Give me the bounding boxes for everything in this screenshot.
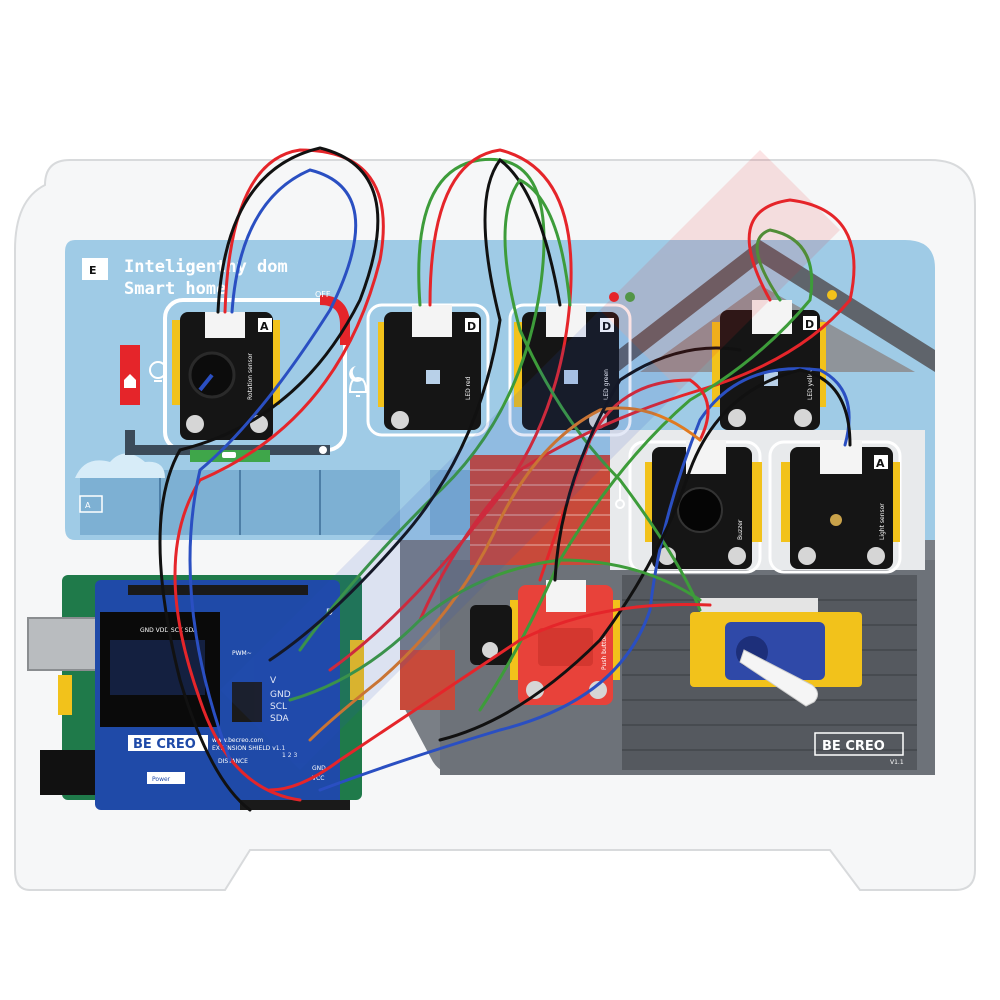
led-red-module-letter: D — [467, 320, 476, 333]
panel-logo: E — [82, 258, 108, 280]
servo-horn — [739, 649, 818, 707]
panel-corner-letter: A — [85, 501, 91, 510]
side-connector-block — [470, 605, 512, 665]
push-button-cap[interactable] — [538, 628, 593, 666]
i2c-pin-scl: SCL — [270, 702, 287, 712]
board-brand-logo: BE CREO V1.1 — [814, 732, 904, 766]
jumper-wires — [158, 146, 856, 812]
wire-green-4 — [288, 558, 702, 702]
panel-title-line2: Smart home — [124, 279, 226, 299]
wire-red-1 — [173, 148, 385, 802]
led-yellow-module-label: LED yellow — [807, 367, 814, 400]
i2c-pin-sda: SDA — [270, 714, 289, 724]
wire-black-2 — [268, 157, 562, 662]
power-label: Power — [152, 776, 171, 783]
wire-black-3 — [438, 368, 852, 742]
arduino-with-shield: GND VDD SCK SDA BE CREO www.becreo.com E… — [27, 575, 364, 810]
shield-url: www.becreo.com — [212, 737, 263, 744]
light-module-letter: A — [876, 457, 885, 470]
panel-title-line1: Inteligentny dom — [124, 257, 288, 277]
wire-blue-1 — [188, 168, 358, 762]
shield-brand-text: BE CREO — [133, 737, 196, 752]
wire-red-5 — [268, 602, 712, 792]
shield-gnd-label: GND — [312, 765, 326, 772]
shield-vcc-label: VCC — [312, 775, 324, 782]
bell-icon — [348, 376, 368, 397]
light-module-label: Light sensor — [879, 503, 886, 540]
rotation-module-label: Rotation sensor — [247, 353, 254, 400]
board-brand-version: V1.1 — [890, 759, 904, 766]
buzzer-module: Buzzer — [645, 440, 762, 569]
wire-green-1 — [298, 157, 546, 652]
car-icon — [222, 452, 236, 458]
wire-blue-3 — [318, 367, 851, 792]
wire-black-1 — [158, 146, 380, 812]
buzzer-module-label: Buzzer — [737, 519, 744, 540]
buzzer-disc — [677, 487, 723, 533]
moon-icon — [349, 366, 364, 382]
wire-green-3 — [478, 228, 814, 712]
usb-port — [27, 617, 101, 671]
sun-icon — [319, 446, 327, 454]
panel-logo-glyph: E — [89, 264, 97, 277]
wire-green-2 — [503, 178, 702, 612]
wire-orange — [308, 406, 702, 742]
led-red-module: D LED red — [378, 305, 481, 430]
off-label: OFF — [315, 290, 331, 299]
light-sensor-module: A Light sensor — [781, 440, 900, 569]
push-button-module[interactable]: Push button — [510, 580, 620, 705]
i2c-pin-v: V — [270, 676, 277, 686]
rotation-module-letter: A — [260, 320, 269, 333]
led-red-module-label: LED red — [465, 376, 472, 400]
led-yellow-module-letter: D — [805, 318, 814, 331]
lightbulb-icon — [149, 361, 167, 382]
thermometer-icon — [615, 480, 625, 509]
i2c-pin-gnd: GND — [270, 690, 291, 700]
board-brand-text: BE CREO — [822, 739, 885, 754]
button-module-label: Push button — [601, 634, 608, 670]
dc-jack — [40, 750, 100, 795]
watermark-logo — [220, 150, 840, 770]
led-green-module-letter: D — [602, 320, 611, 333]
led-green-module-label: LED green — [603, 369, 610, 400]
shield-name: EXTENSION SHIELD v1.1 — [212, 745, 285, 752]
wire-black-4 — [553, 346, 742, 582]
header-pin-numbers: 1 2 3 — [282, 752, 297, 759]
wire-red-3 — [418, 198, 856, 622]
servo-motor — [690, 598, 862, 707]
home-icon — [124, 374, 136, 388]
rotation-sensor-module[interactable]: A Rotation sensor — [172, 312, 280, 440]
pwm-label: PWM~ — [232, 650, 252, 657]
